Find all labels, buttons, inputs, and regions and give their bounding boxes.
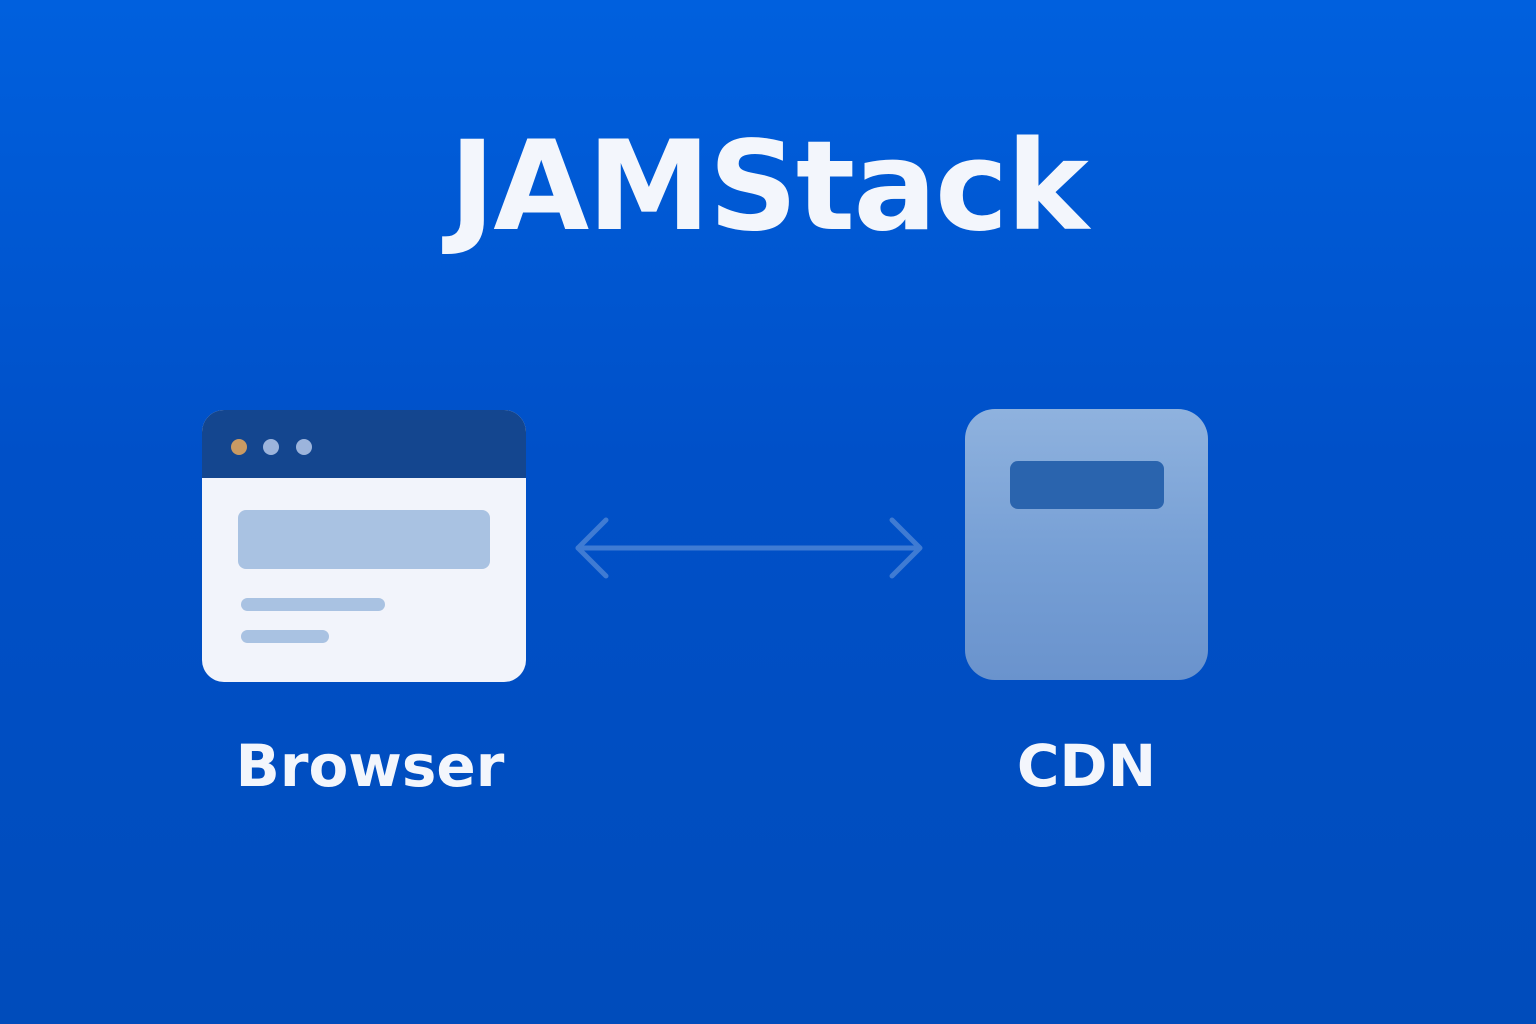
server-slot xyxy=(1010,461,1164,509)
browser-content-block xyxy=(238,510,490,569)
browser-titlebar xyxy=(202,410,526,478)
window-dot-icon xyxy=(263,439,279,455)
browser-content-line xyxy=(241,630,329,643)
browser-window-icon xyxy=(202,410,526,682)
double-arrow-icon xyxy=(575,517,923,579)
window-dot-icon xyxy=(296,439,312,455)
window-dot-icon xyxy=(231,439,247,455)
server-icon xyxy=(965,409,1208,680)
cdn-label: CDN xyxy=(1016,732,1157,800)
browser-label: Browser xyxy=(235,732,505,800)
diagram-title: JAMStack xyxy=(449,115,1089,259)
browser-content-line xyxy=(241,598,385,611)
